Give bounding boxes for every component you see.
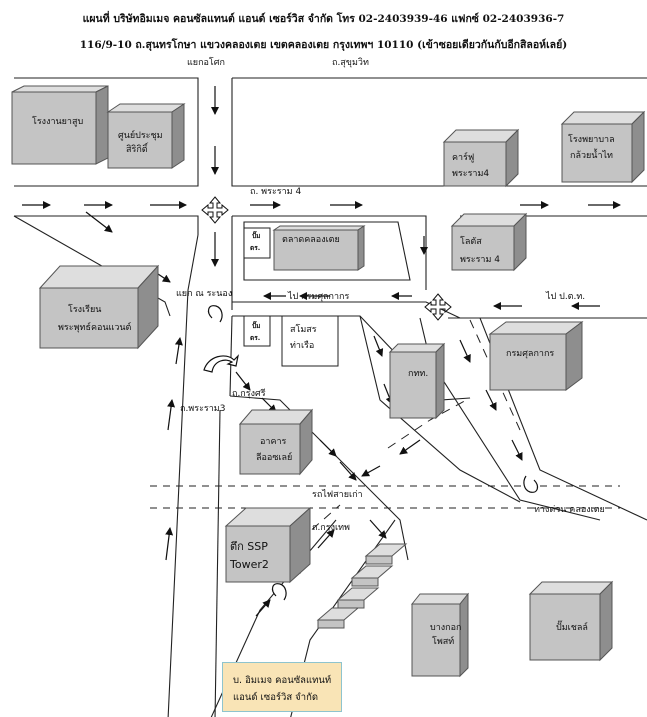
building-ktt: กทท. bbox=[388, 342, 446, 420]
label-yasub: โรงงานยาสูบ bbox=[32, 116, 83, 127]
label-rama3: ถ.พระราม3 bbox=[180, 404, 225, 414]
label-bangkok-post-1: บางกอก bbox=[430, 623, 461, 633]
label-lotus-1: โลตัส bbox=[460, 236, 482, 247]
label-lilly-2: ลีออซเลย์ bbox=[256, 451, 292, 463]
arrow-diag-14 bbox=[369, 519, 387, 539]
building-carrefour: คาร์ฟู พระราม4 bbox=[442, 128, 520, 188]
label-school-2: พระพุทธ์คอนแวนต์ bbox=[58, 321, 132, 333]
building-sirikit: ศูนย์ประชุม สิริกิติ์ bbox=[106, 103, 186, 169]
four-way-arrow-icon bbox=[201, 196, 452, 321]
label-asoke: แยกอโศก bbox=[187, 57, 225, 68]
road-edge-krungsri-west bbox=[229, 315, 233, 397]
label-pai-port: ไป ป.ต.ท. bbox=[545, 291, 585, 302]
label-ktt: กทท. bbox=[408, 369, 428, 379]
road-edge-rama4-south-w bbox=[14, 215, 199, 235]
label-port-2: ท่าเรือ bbox=[290, 340, 314, 351]
building-market-lot: ตลาดคลองเตย bbox=[243, 221, 411, 281]
building-bangkok-post: บางกอก โพสท์ bbox=[410, 592, 470, 678]
label-fmc: ปั๊มเชลล์ bbox=[556, 620, 588, 633]
label-krungthep: ถ.กรุงเทพ bbox=[312, 523, 350, 533]
building-fmc: ปั๊มเชลล์ bbox=[528, 580, 614, 662]
arrow-ne-1 bbox=[317, 529, 335, 549]
label-railway: รถไฟสายเก่า bbox=[312, 489, 363, 500]
building-ssp: ตึก SSP Tower2 bbox=[224, 506, 312, 584]
road-edge-asoke-left bbox=[14, 77, 199, 187]
arrow-diag-6 bbox=[485, 389, 497, 411]
label-sirikit-2: สิริกิติ์ bbox=[126, 142, 149, 155]
map-title: แผนที่ บริษัทอิมเมจ คอนซัลแทนต์ แอนด์ เซ… bbox=[82, 13, 565, 25]
road-edge-rama4-north bbox=[231, 78, 647, 187]
label-expressway: ทางด่วน คลองเตย bbox=[534, 505, 605, 515]
road-edge-school-diag bbox=[13, 215, 171, 317]
building-sheds bbox=[316, 543, 408, 629]
callout-line-1: บ. อิมเมจ คอนซัลแทนท์ bbox=[233, 675, 332, 686]
label-carrefour-2: พระราม4 bbox=[452, 169, 489, 179]
road-edge-rama3-west bbox=[167, 234, 199, 717]
label-school-1: โรงเรียน bbox=[68, 304, 101, 315]
arrow-diag-12 bbox=[319, 439, 337, 457]
arrow-north-1 bbox=[167, 399, 176, 431]
railway-lines bbox=[150, 485, 620, 509]
label-gas2-2: ตร. bbox=[250, 334, 260, 342]
building-lilly: อาคาร ลีออซเลย์ bbox=[238, 408, 314, 476]
building-customs: กรมศุลกากร bbox=[488, 321, 584, 391]
road-edge-rama4-south-mid bbox=[232, 215, 427, 290]
label-gas1-2: ตร. bbox=[250, 244, 260, 252]
label-hospital-1: โรงพยาบาล bbox=[568, 134, 615, 145]
traffic-arrows bbox=[22, 86, 621, 617]
arrow-north-3 bbox=[174, 337, 183, 365]
building-gas-2: ปั๊ม ตร. bbox=[243, 315, 271, 347]
arrow-diag-13 bbox=[339, 461, 357, 481]
label-market: ตลาดคลองเตย bbox=[282, 235, 340, 245]
arrow-diag-1 bbox=[85, 211, 113, 233]
arrow-ne-3 bbox=[255, 599, 271, 617]
label-gas2-1: ปั๊ม bbox=[252, 321, 260, 330]
arrow-diag-9 bbox=[361, 465, 381, 477]
label-pai-krom: ไป กรมศุลกากร bbox=[287, 291, 349, 302]
building-school: โรงเรียน พระพุทธ์คอนแวนต์ bbox=[38, 264, 160, 350]
label-lilly-1: อาคาร bbox=[260, 437, 287, 447]
arrow-diag-10 bbox=[235, 371, 251, 391]
label-port-1: สโมสร bbox=[290, 324, 317, 335]
road-edge-rama3-east bbox=[214, 409, 221, 717]
arrow-diag-3 bbox=[373, 335, 384, 357]
label-sirikit-1: ศูนย์ประชุม bbox=[118, 129, 163, 141]
building-yasub: โรงงานยาสูบ bbox=[11, 85, 109, 165]
buildings: โรงงานยาสูบ ศูนย์ประชุม สิริกิติ์ คาร์ฟู… bbox=[11, 85, 646, 678]
arrow-diag-7 bbox=[511, 439, 523, 461]
building-lotus: โลตัส พระราม 4 bbox=[450, 212, 528, 272]
label-lotus-2: พระราม 4 bbox=[460, 255, 500, 265]
label-carrefour-1: คาร์ฟู bbox=[452, 151, 474, 163]
building-hospital: โรงพยาบาล กล้วยน้ำไท bbox=[560, 110, 646, 184]
road-edge-expressway-east bbox=[448, 317, 647, 521]
label-sukhumvit: ถ.สุขุมวิท bbox=[332, 57, 369, 68]
label-hospital-2: กล้วยน้ำไท bbox=[570, 148, 613, 161]
label-bangkok-post-2: โพสท์ bbox=[432, 635, 454, 647]
label-rama4: ถ. พระราม 4 bbox=[250, 187, 301, 197]
road-edges bbox=[13, 77, 647, 717]
road-edge-expressway-west bbox=[419, 317, 601, 521]
map-address: 116/9-10 ถ.สุนทรโกษา แขวงคลองเตย เขตคลอง… bbox=[79, 39, 568, 51]
building-port-club: สโมสร ท่าเรือ bbox=[281, 315, 339, 367]
u-turn-arrow-icon bbox=[203, 305, 539, 601]
label-ssp-1: ตึก SSP bbox=[230, 540, 268, 553]
label-krungsri: ถ.กรุงศรี bbox=[232, 388, 266, 399]
arrow-diag-5 bbox=[459, 339, 471, 363]
label-customs: กรมศุลกากร bbox=[506, 349, 554, 359]
road-labels: แยกอโศก ถ.สุขุมวิท ถ. พระราม 4 แยก ณ ระน… bbox=[176, 57, 605, 533]
callout-line-2: แอนด์ เซอร์วิส จำกัด bbox=[233, 692, 318, 703]
label-gas1-1: ปั๊ม bbox=[252, 231, 260, 240]
company-callout: บ. อิมเมจ คอนซัลแทนท์ แอนด์ เซอร์วิส จำก… bbox=[222, 662, 342, 712]
label-yaek-na-nong: แยก ณ ระนอง bbox=[176, 289, 232, 299]
road-edge-krungsri-diag bbox=[229, 395, 409, 561]
arrow-north-2 bbox=[165, 527, 174, 561]
building-gas-1: ปั๊ม ตร. bbox=[243, 227, 271, 259]
label-ssp-2: Tower2 bbox=[229, 558, 269, 571]
arrow-diag-8 bbox=[399, 439, 421, 455]
road-edge-krom-north bbox=[232, 301, 461, 319]
